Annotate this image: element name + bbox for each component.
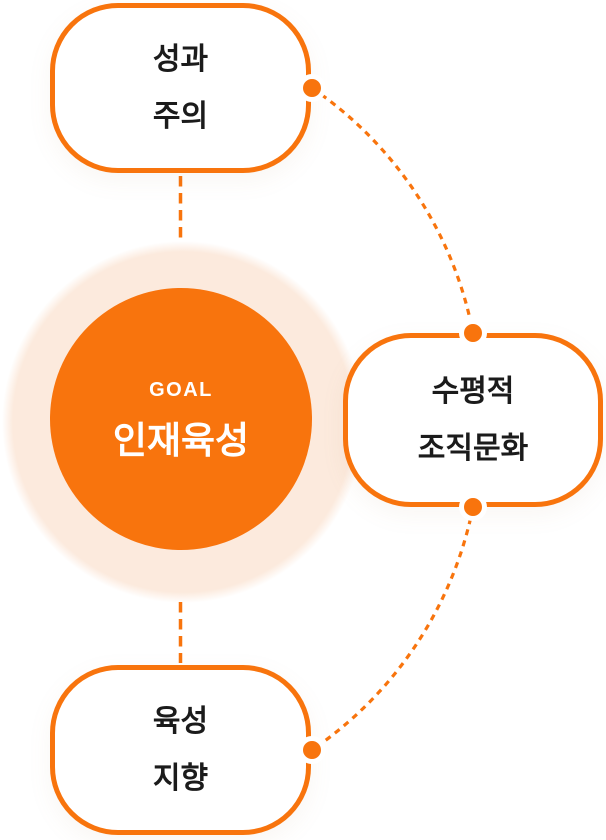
connector-dot-top-bubble: [298, 74, 326, 102]
bubble-bottom-line2: 지향: [152, 762, 209, 795]
bubble-top-line2: 주의: [152, 100, 209, 133]
connector-dot-right-bubble-top: [459, 319, 487, 347]
connector-dot-right-bubble-bottom: [459, 493, 487, 521]
goal-title: 인재육성: [112, 419, 250, 461]
bubble-development-oriented: 육성 지향: [50, 665, 311, 835]
bubble-top-line1: 성과: [152, 43, 209, 76]
goal-eyebrow-label: GOAL: [149, 378, 213, 401]
bubble-bottom-line1: 육성: [152, 705, 209, 738]
bubble-performance-oriented: 성과 주의: [50, 3, 311, 173]
bubble-right-line2: 조직문화: [417, 432, 529, 465]
dashed-arc-top-to-right: [311, 86, 475, 334]
dashed-arc-right-to-bottom: [311, 506, 475, 752]
goal-circle: GOAL 인재육성: [50, 288, 312, 550]
bubble-right-line1: 수평적: [431, 375, 515, 408]
connector-dot-bottom-bubble: [298, 736, 326, 764]
bubble-horizontal-culture: 수평적 조직문화: [343, 333, 603, 507]
